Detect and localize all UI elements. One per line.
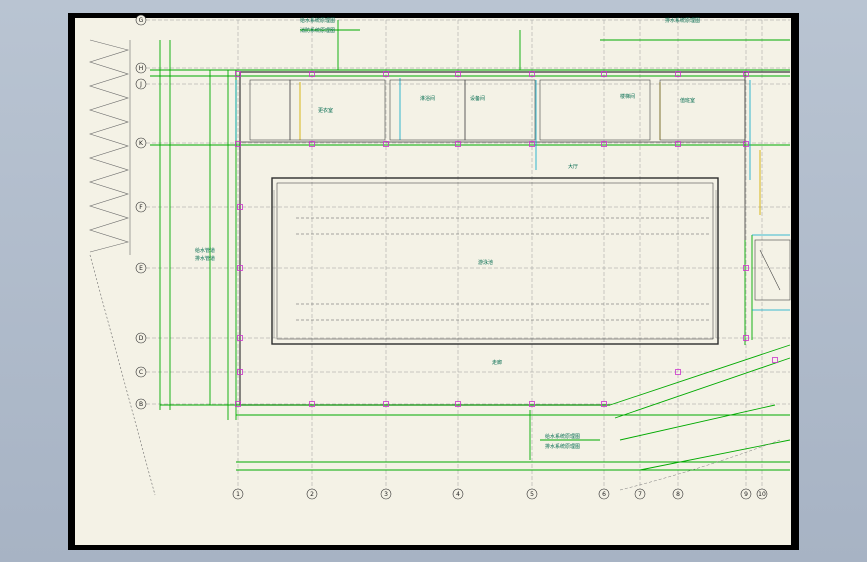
column-marker bbox=[383, 401, 389, 407]
column-marker bbox=[455, 401, 461, 407]
row-axis-label: E bbox=[139, 265, 143, 272]
col-axis-label: 9 bbox=[744, 491, 748, 498]
room-4-label: 值班室 bbox=[680, 97, 695, 104]
row-axis-bubble: F bbox=[135, 201, 147, 213]
col-axis-bubble: 7 bbox=[634, 488, 646, 500]
col-axis-bubble: 5 bbox=[526, 488, 538, 500]
room-1-label: 更衣室 bbox=[318, 107, 333, 114]
col-axis-label: 7 bbox=[638, 491, 642, 498]
column-marker bbox=[383, 141, 389, 147]
col-axis-label: 8 bbox=[676, 491, 680, 498]
note-bottom-1: 给水系统原理图 bbox=[545, 433, 580, 440]
row-axis-bubbles: G H J K F E D C B bbox=[135, 14, 147, 410]
column-marker bbox=[743, 335, 749, 341]
column-marker bbox=[309, 401, 315, 407]
pipe-network bbox=[150, 20, 791, 471]
row-axis-bubble: K bbox=[135, 137, 147, 149]
row-axis-label: K bbox=[139, 140, 144, 147]
column-marker bbox=[235, 71, 241, 77]
column-marker bbox=[743, 71, 749, 77]
row-axis-bubble: G bbox=[135, 14, 147, 26]
drawing-base bbox=[89, 19, 791, 496]
column-marker bbox=[675, 369, 681, 375]
col-axis-label: 6 bbox=[602, 491, 606, 498]
col-axis-label: 3 bbox=[384, 491, 388, 498]
row-axis-label: H bbox=[139, 65, 144, 72]
col-axis-bubble: 2 bbox=[306, 488, 318, 500]
hall-label: 大厅 bbox=[568, 163, 578, 170]
pipe-label: 给水管道 bbox=[195, 247, 215, 254]
drawing-sheet bbox=[75, 18, 791, 545]
interior-partitions bbox=[249, 79, 791, 301]
col-axis-label: 1 bbox=[236, 491, 240, 498]
col-axis-label: 10 bbox=[758, 491, 766, 498]
col-axis-label: 5 bbox=[530, 491, 534, 498]
col-axis-bubbles: 1 2 3 4 5 6 7 8 9 10 bbox=[232, 488, 768, 500]
column-marker bbox=[455, 141, 461, 147]
row-axis-label: B bbox=[139, 401, 143, 408]
column-marker bbox=[529, 401, 535, 407]
row-axis-label: D bbox=[139, 335, 144, 342]
col-axis-bubble: 9 bbox=[740, 488, 752, 500]
grid-vertical-lines bbox=[237, 20, 763, 490]
room-2-label: 淋浴间 bbox=[420, 95, 435, 102]
column-markers bbox=[235, 71, 778, 407]
column-marker bbox=[237, 204, 243, 210]
col-axis-bubble: 10 bbox=[756, 488, 768, 500]
row-axis-label: J bbox=[139, 81, 142, 88]
column-marker bbox=[675, 141, 681, 147]
row-axis-label: C bbox=[139, 369, 143, 376]
site-boundary bbox=[619, 439, 781, 491]
column-marker bbox=[529, 141, 535, 147]
left-hatch bbox=[89, 39, 156, 496]
corridor-label: 走廊 bbox=[492, 359, 502, 366]
column-marker bbox=[237, 369, 243, 375]
note-top-2: 消防系统原理图 bbox=[300, 27, 335, 34]
row-axis-bubble: H bbox=[135, 62, 147, 74]
pool-label: 游泳池 bbox=[478, 259, 493, 266]
row-axis-label: G bbox=[139, 17, 144, 24]
row-axis-bubble: E bbox=[135, 262, 147, 274]
building-walls bbox=[239, 71, 790, 406]
column-marker bbox=[237, 335, 243, 341]
col-axis-bubble: 4 bbox=[452, 488, 464, 500]
column-marker bbox=[601, 401, 607, 407]
column-marker bbox=[455, 71, 461, 77]
column-marker bbox=[383, 71, 389, 77]
col-axis-label: 2 bbox=[310, 491, 314, 498]
row-axis-label: F bbox=[139, 204, 143, 211]
column-marker bbox=[675, 71, 681, 77]
column-marker bbox=[529, 71, 535, 77]
column-marker bbox=[235, 401, 241, 407]
row-axis-bubble: D bbox=[135, 332, 147, 344]
grid-horizontal-lines bbox=[146, 19, 790, 405]
room-3-label: 设备间 bbox=[470, 95, 485, 102]
stair-label: 楼梯间 bbox=[620, 93, 635, 100]
column-marker bbox=[237, 265, 243, 271]
drain-label: 排水管道 bbox=[195, 255, 215, 262]
note-bottom-2: 排水系统原理图 bbox=[545, 443, 580, 450]
column-marker bbox=[743, 141, 749, 147]
col-axis-bubble: 1 bbox=[232, 488, 244, 500]
col-axis-bubble: 3 bbox=[380, 488, 392, 500]
row-axis-bubble: B bbox=[135, 398, 147, 410]
pool bbox=[271, 177, 719, 345]
column-marker bbox=[601, 141, 607, 147]
column-marker bbox=[601, 71, 607, 77]
column-marker bbox=[309, 141, 315, 147]
note-top-1: 给水系统原理图 bbox=[300, 17, 335, 24]
column-marker bbox=[772, 357, 778, 363]
cyan-lines bbox=[235, 78, 790, 311]
text-labels: 游泳池 走廊 大厅 楼梯间 给水系统原理图 消防系统原理图 排水系统原理图 给水… bbox=[195, 17, 700, 450]
row-axis-bubble: C bbox=[135, 366, 147, 378]
col-axis-label: 4 bbox=[456, 491, 460, 498]
column-marker bbox=[743, 265, 749, 271]
col-axis-bubble: 6 bbox=[598, 488, 610, 500]
row-axis-bubble: J bbox=[135, 78, 147, 90]
col-axis-bubble: 8 bbox=[672, 488, 684, 500]
column-marker bbox=[309, 71, 315, 77]
note-top-3: 排水系统原理图 bbox=[665, 17, 700, 24]
column-marker bbox=[235, 141, 241, 147]
